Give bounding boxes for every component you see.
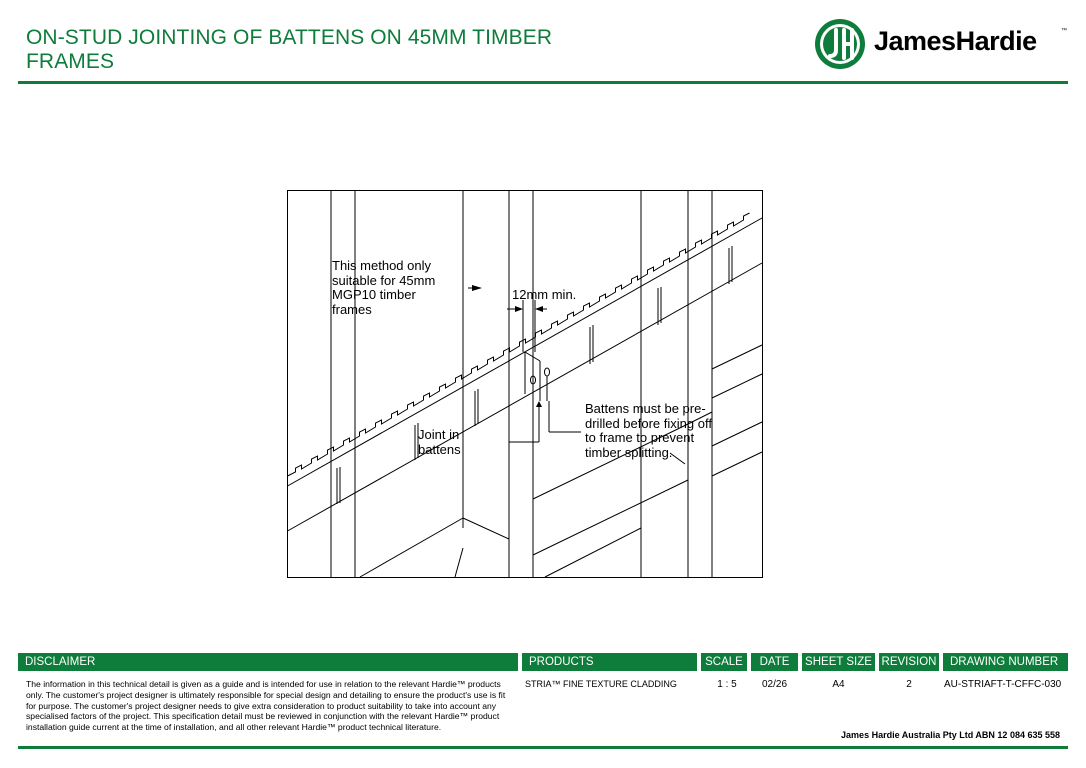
revision-value: 2 <box>906 679 912 690</box>
products-value: STRIA™ FINE TEXTURE CLADDING <box>525 679 677 689</box>
note-frame-line-1: This method only <box>332 258 431 273</box>
note-frame-line-3: MGP10 timber <box>332 287 416 302</box>
note-frame-suitability: This method only suitable for 45mm MGP10… <box>332 258 436 317</box>
header-sheet-size: SHEET SIZE <box>802 653 875 671</box>
brand-name: JamesHardie <box>874 26 1037 56</box>
leader-arrows <box>472 285 543 407</box>
disclaimer-text: The information in this technical detail… <box>26 679 506 733</box>
note-drill-line-2: drilled before fixing off <box>585 415 712 431</box>
title-line-2: FRAMES <box>26 50 115 73</box>
drawing-number-value: AU-STRIAFT-T-CFFC-030 <box>944 679 1062 690</box>
cladding-profile <box>287 212 750 477</box>
note-joint-line-1: Joint in <box>418 427 460 442</box>
note-joint: Joint in battens <box>418 427 461 457</box>
note-frame-line-2: suitable for 45mm <box>332 272 436 288</box>
jh-monogram-icon <box>815 19 865 69</box>
date-value: 02/26 <box>761 679 788 690</box>
page-title: ON-STUD JOINTING OF BATTENS ON 45MM TIMB… <box>26 26 586 74</box>
header-divider <box>18 81 1068 84</box>
note-predrill: Battens must be pre- drilled before fixi… <box>585 401 712 460</box>
leader-lines <box>468 287 686 465</box>
header-scale: SCALE <box>701 653 747 671</box>
note-joint-line-2: battens <box>418 441 461 457</box>
title-line-1: ON-STUD JOINTING OF BATTENS ON 45MM TIMB… <box>26 26 553 49</box>
sheet-size-value: A4 <box>832 679 845 690</box>
detail-drawing: This method only suitable for 45mm MGP10… <box>285 188 765 585</box>
drawing-frame <box>287 190 763 578</box>
header-date: DATE <box>751 653 798 671</box>
batten-joint-diagram <box>287 190 763 578</box>
note-drill-line-3: to frame to prevent <box>585 430 695 445</box>
frame-rail <box>359 344 763 578</box>
footer-divider <box>18 746 1068 749</box>
header-products: PRODUCTS <box>522 653 697 671</box>
header-drawing-number: DRAWING NUMBER <box>943 653 1068 671</box>
header-disclaimer: DISCLAIMER <box>18 653 518 671</box>
note-frame-line-4: frames <box>332 301 372 317</box>
note-drill-line-4: timber splitting. <box>585 444 673 460</box>
brand-trademark: ™ <box>1061 28 1067 34</box>
timber-studs <box>330 190 713 578</box>
note-gap: 12mm min. <box>512 287 577 302</box>
james-hardie-logo: JamesHardie ™ <box>814 18 1069 70</box>
company-abn: James Hardie Australia Pty Ltd ABN 12 08… <box>841 730 1060 740</box>
batten-assembly <box>287 217 763 532</box>
header-revision: REVISION <box>879 653 939 671</box>
note-drill-line-1: Battens must be pre- <box>585 401 706 416</box>
scale-value: 1 : 5 <box>717 679 737 690</box>
